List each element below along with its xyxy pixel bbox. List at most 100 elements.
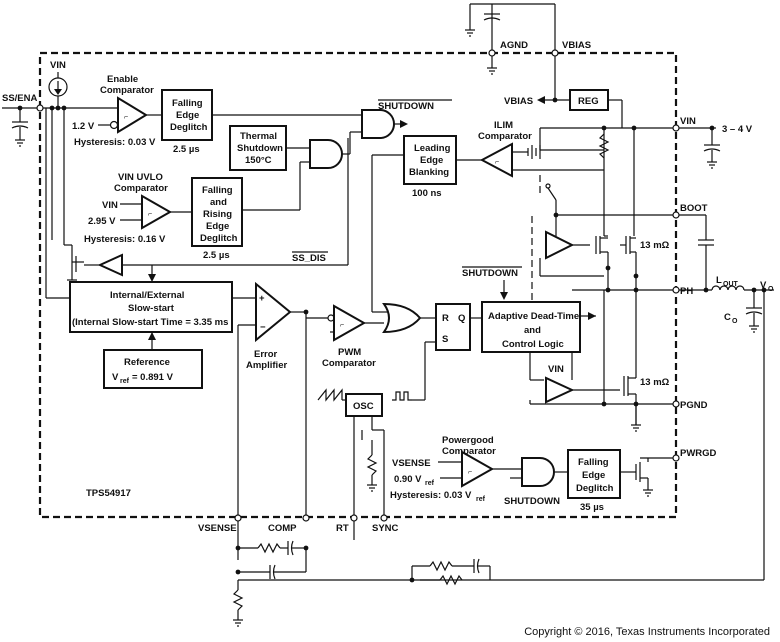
vin-right-label: VIN xyxy=(680,116,696,127)
svg-text:VIN: VIN xyxy=(548,364,564,375)
svg-text:OUT: OUT xyxy=(723,281,739,288)
svg-text:= 0.891 V: = 0.891 V xyxy=(132,372,174,383)
pgnd-label: PGND xyxy=(680,400,708,411)
svg-text:OSC: OSC xyxy=(353,401,374,412)
svg-text:13 mΩ: 13 mΩ xyxy=(640,377,670,388)
svg-text:Comparator: Comparator xyxy=(478,131,532,142)
svg-text:L: L xyxy=(716,275,722,286)
ramp-icon xyxy=(317,388,343,402)
svg-text:PWM: PWM xyxy=(338,347,361,358)
svg-text:100 ns: 100 ns xyxy=(412,188,442,199)
low-side-driver: VIN 13 mΩ PGND xyxy=(529,290,708,432)
vbias-out-label: VBIAS xyxy=(504,96,533,107)
svg-text:Deglitch: Deglitch xyxy=(170,122,208,133)
agnd-label: AGND xyxy=(500,40,528,51)
svg-text:Shutdown: Shutdown xyxy=(237,143,283,154)
svg-text:R: R xyxy=(442,313,449,324)
ss-dis-section: SS_DIS xyxy=(64,138,349,287)
svg-text:Hysteresis: 0.03 V: Hysteresis: 0.03 V xyxy=(390,490,472,501)
svg-text:SHUTDOWN: SHUTDOWN xyxy=(504,496,560,507)
svg-text:V: V xyxy=(760,280,767,291)
vin-range-label: 3 – 4 V xyxy=(722,124,753,135)
svg-text:−: − xyxy=(260,322,266,333)
svg-text:Edge: Edge xyxy=(176,110,199,121)
svg-text:C: C xyxy=(724,312,731,323)
svg-text:Internal/External: Internal/External xyxy=(110,290,184,301)
leading-edge-blanking: Leading Edge Blanking 100 ns xyxy=(403,135,482,199)
svg-text:Adaptive Dead-Time: Adaptive Dead-Time xyxy=(488,311,579,322)
rs-latch: R Q S xyxy=(435,303,482,351)
svg-text:Edge: Edge xyxy=(420,155,443,166)
svg-text:2.5 µs: 2.5 µs xyxy=(203,250,230,261)
svg-text:⌐: ⌐ xyxy=(124,114,128,121)
svg-text:Comparator: Comparator xyxy=(114,183,168,194)
svg-text:ILIM: ILIM xyxy=(494,120,513,131)
svg-text:ref: ref xyxy=(120,378,130,385)
reference-block: Reference V ref = 0.891 V xyxy=(103,349,203,389)
sync-pin: SYNC xyxy=(372,523,399,534)
svg-text:S: S xyxy=(442,334,448,345)
svg-text:VIN UVLO: VIN UVLO xyxy=(118,172,163,183)
svg-text:Edge: Edge xyxy=(206,221,229,232)
thermal-shutdown: Thermal Shutdown 150°C xyxy=(229,125,310,171)
svg-text:150°C: 150°C xyxy=(245,155,272,166)
bottom-pins: VSENSE COMP RT SYNC xyxy=(198,514,764,627)
svg-text:ref: ref xyxy=(425,480,435,487)
rt-pin: RT xyxy=(336,523,349,534)
ilim-comparator: ILIM Comparator ⌐ xyxy=(478,120,604,236)
svg-text:Deglitch: Deglitch xyxy=(200,233,238,244)
svg-text:Edge: Edge xyxy=(582,470,605,481)
svg-text:O: O xyxy=(768,286,774,293)
svg-text:SHUTDOWN: SHUTDOWN xyxy=(462,268,518,279)
svg-text:Q: Q xyxy=(458,313,465,324)
vsense-pin: VSENSE xyxy=(198,523,237,534)
svg-text:13 mΩ: 13 mΩ xyxy=(640,240,670,251)
svg-text:Falling: Falling xyxy=(172,98,203,109)
svg-text:Rising: Rising xyxy=(203,209,232,220)
svg-text:Powergood: Powergood xyxy=(442,435,494,446)
svg-text:⌐: ⌐ xyxy=(340,322,344,329)
copyright-notice: Copyright © 2016, Texas Instruments Inco… xyxy=(524,626,770,638)
ss-dis-label: SS_DIS xyxy=(292,253,326,264)
svg-text:Thermal: Thermal xyxy=(240,131,277,142)
svg-text:Blanking: Blanking xyxy=(409,167,449,178)
error-amplifier: + − Error Amplifier xyxy=(237,281,335,560)
svg-text:(Internal Slow-start Time = 3.: (Internal Slow-start Time = 3.35 ms xyxy=(72,317,228,328)
inductor-icon xyxy=(711,285,745,291)
svg-text:⌐: ⌐ xyxy=(495,159,499,166)
svg-text:and: and xyxy=(524,325,541,336)
ss-ena-label: SS/ENA xyxy=(2,93,38,104)
svg-text:V: V xyxy=(112,372,119,383)
enable-hyst-label: Hysteresis: 0.03 V xyxy=(74,137,156,148)
reg-label: REG xyxy=(578,96,599,107)
part-number: TPS54917 xyxy=(86,488,131,499)
rising-deglitch: Falling and Rising Edge Deglitch 2.5 µs xyxy=(191,177,300,261)
falling-deglitch-1: Falling Edge Deglitch 2.5 µs xyxy=(161,89,362,155)
svg-text:Deglitch: Deglitch xyxy=(576,483,614,494)
svg-text:2.95 V: 2.95 V xyxy=(88,216,116,227)
svg-text:O: O xyxy=(732,318,738,325)
enable-comp-line2: Comparator xyxy=(100,85,154,96)
shutdown-label-1: SHUTDOWN xyxy=(378,101,434,112)
deglitch-time-1: 2.5 µs xyxy=(173,144,200,155)
vin-top-label: VIN xyxy=(50,60,66,71)
reg-section: VBIAS REG xyxy=(504,89,623,128)
svg-text:35 µs: 35 µs xyxy=(580,502,604,513)
svg-text:Error: Error xyxy=(254,349,278,360)
svg-text:Falling: Falling xyxy=(578,457,609,468)
svg-text:0.90 V: 0.90 V xyxy=(394,474,422,485)
enable-comp-line1: Enable xyxy=(107,74,138,85)
svg-text:Reference: Reference xyxy=(124,357,170,368)
svg-text:VIN: VIN xyxy=(102,200,118,211)
pwm-comparator: ⌐ PWM Comparator xyxy=(317,304,384,402)
agnd-vbias-external: AGND VBIAS xyxy=(465,3,591,100)
svg-text:Slow-start: Slow-start xyxy=(128,303,175,314)
vin-uvlo-comparator: VIN UVLO Comparator ⌐ VIN 2.95 V Hystere… xyxy=(84,172,192,245)
powergood-comparator: Powergood Comparator ⌐ VSENSE 0.90 V ref… xyxy=(390,435,717,513)
svg-text:Leading: Leading xyxy=(414,143,451,154)
ph-node: PH L OUT V O C O xyxy=(572,214,774,580)
svg-text:Falling: Falling xyxy=(202,185,233,196)
svg-text:Hysteresis: 0.16 V: Hysteresis: 0.16 V xyxy=(84,234,166,245)
dead-time-control: SHUTDOWN Adaptive Dead-Time and Control … xyxy=(462,216,596,381)
